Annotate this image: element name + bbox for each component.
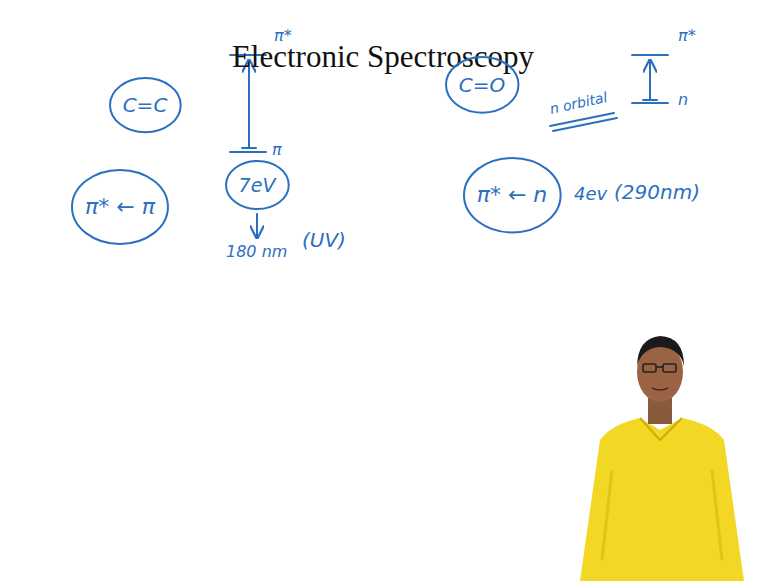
level-label: π* bbox=[678, 26, 696, 45]
circle-outline bbox=[110, 78, 181, 132]
circled-note: C=O bbox=[444, 55, 520, 115]
node-text: C=O bbox=[459, 73, 505, 97]
level-label: π* bbox=[274, 26, 292, 45]
circle-outline bbox=[72, 170, 168, 244]
circle-outline bbox=[226, 161, 289, 209]
level-line bbox=[230, 151, 266, 153]
node-text: C=C bbox=[123, 93, 168, 117]
region-label: (UV) bbox=[302, 228, 346, 252]
lecturer-figure bbox=[580, 336, 744, 581]
circle-outline bbox=[446, 57, 518, 113]
transition-arrow bbox=[649, 60, 651, 100]
energy-value: 4ev bbox=[574, 183, 607, 205]
circled-note: 7eV bbox=[224, 159, 291, 211]
circled-note: π* ← n bbox=[462, 156, 563, 234]
circled-note: C=C bbox=[108, 76, 183, 134]
level-label: n bbox=[678, 90, 688, 109]
level-line bbox=[632, 102, 668, 104]
node-text: π* ← n bbox=[477, 182, 548, 208]
underline bbox=[553, 118, 617, 131]
circled-note: π* ← π bbox=[70, 168, 170, 246]
node-text: 7eV bbox=[239, 174, 276, 197]
pointer-arrow bbox=[256, 214, 258, 238]
wavelength: (290nm) bbox=[614, 180, 700, 204]
tick bbox=[643, 99, 657, 101]
note: n orbital bbox=[548, 89, 609, 118]
level-line bbox=[632, 54, 668, 56]
level-label: π bbox=[272, 140, 282, 159]
circle-outline bbox=[464, 158, 561, 232]
tick bbox=[242, 147, 256, 149]
wavelength: 180 nm bbox=[226, 242, 287, 261]
node-text: π* ← π bbox=[85, 194, 155, 220]
